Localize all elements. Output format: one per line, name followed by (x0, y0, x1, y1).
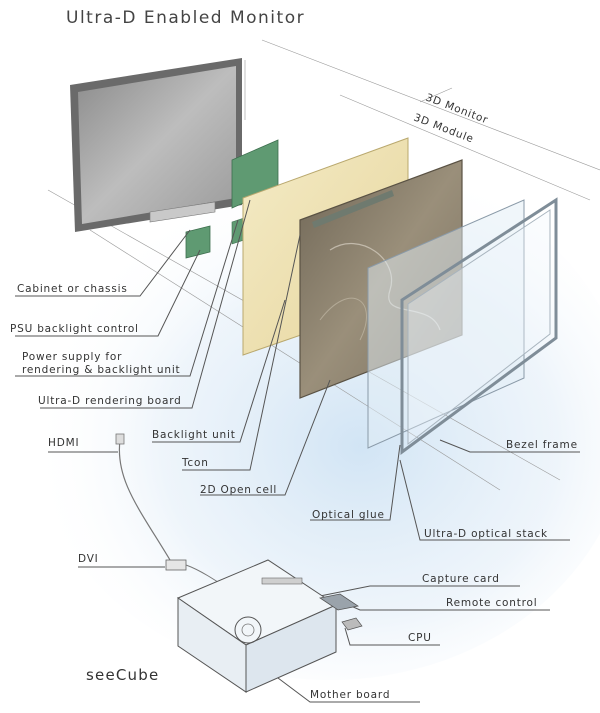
dvi-connector (165, 559, 187, 571)
label-psu-backlight: PSU backlight control (10, 323, 139, 335)
label-bezel-frame: Bezel frame (506, 439, 578, 451)
label-mother-board: Mother board (310, 689, 390, 701)
label-cabinet: Cabinet or chassis (17, 283, 128, 295)
label-optical-glue: Optical glue (312, 509, 385, 521)
label-remote-control: Remote control (446, 597, 537, 609)
tcon-connector (312, 190, 394, 228)
dvi-cable (78, 559, 231, 591)
label-cpu: CPU (408, 632, 432, 644)
hdmi-connector (115, 433, 125, 445)
optical-glue-layer (367, 199, 525, 449)
hdmi-cable (48, 433, 171, 561)
left-leader-lines (15, 199, 401, 521)
right-labels: Bezel frame Ultra-D optical stack Captur… (310, 439, 578, 701)
label-backlight-unit: Backlight unit (152, 429, 236, 441)
seecube-box (176, 559, 338, 693)
diagram-title: Ultra-D Enabled Monitor (66, 8, 305, 28)
cpu-chip (341, 617, 363, 631)
remote-control (318, 593, 360, 611)
cabinet-chassis (70, 58, 242, 232)
label-power-supply: Power supply for (22, 351, 122, 363)
cpu-fan (234, 616, 262, 644)
label-hdmi: HDMI (48, 437, 79, 449)
label-rendering-backlight: rendering & backlight unit (22, 364, 180, 376)
bezel-frame (400, 197, 558, 455)
label-capture-card: Capture card (422, 573, 500, 585)
label-dvi: DVI (78, 553, 99, 565)
psu-board (185, 225, 211, 259)
label-open-cell: 2D Open cell (200, 484, 277, 496)
small-board (231, 217, 245, 245)
left-labels: Cabinet or chassis PSU backlight control… (10, 283, 385, 565)
product-name: seeCube (86, 666, 159, 684)
capture-card (261, 577, 303, 585)
label-tcon: Tcon (181, 457, 209, 469)
label-rendering-board: Ultra-D rendering board (38, 395, 182, 407)
label-optical-stack: Ultra-D optical stack (424, 528, 548, 540)
